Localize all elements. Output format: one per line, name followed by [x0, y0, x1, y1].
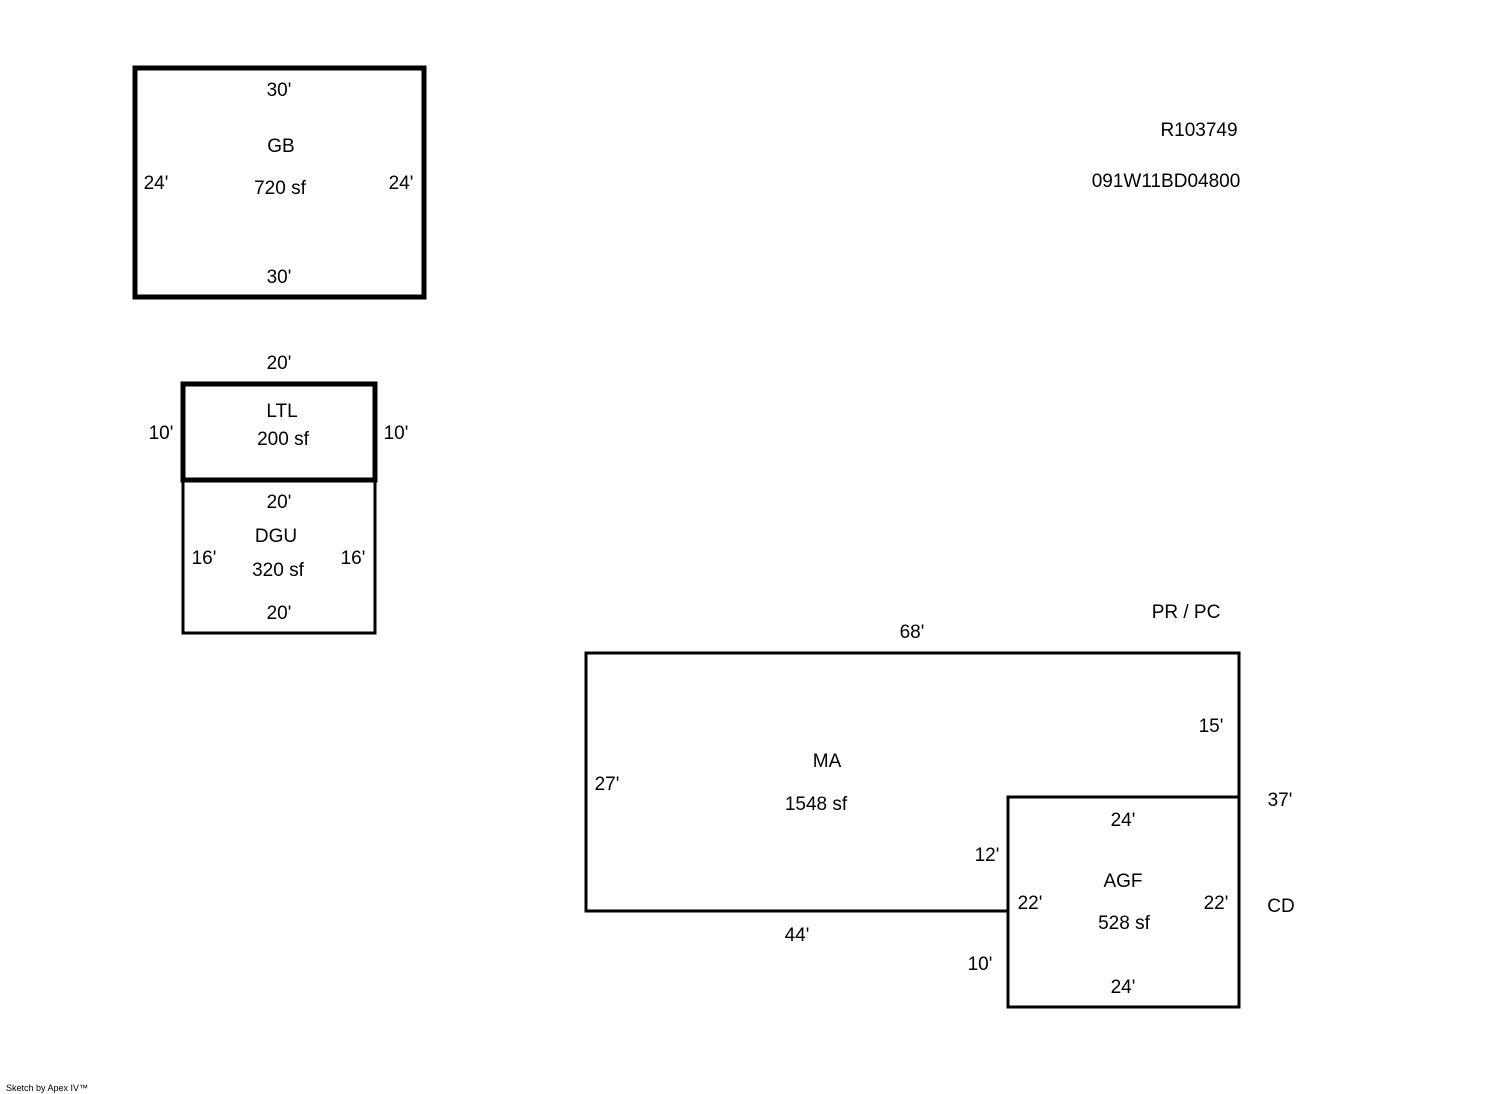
ma-area: 1548 sf [785, 794, 848, 815]
dgu-outline [181, 478, 377, 635]
gb-area: 720 sf [254, 178, 306, 199]
ltl-label: LTL [266, 401, 297, 422]
dgu-left-dimension: 16' [192, 548, 217, 569]
ma-outline [584, 651, 1241, 913]
agf-outline [1006, 795, 1241, 1009]
ma-right-upper-dimension: 15' [1199, 716, 1224, 737]
account-id: R103749 [1160, 120, 1237, 141]
ma-inner-vertical-dimension: 12' [975, 845, 1000, 866]
map-tax-lot: 091W11BD04800 [1092, 171, 1241, 192]
gb-label: GB [267, 136, 294, 157]
ltl-right-dimension: 10' [384, 423, 409, 444]
ma-top-dimension: 68' [900, 622, 925, 643]
dgu-area: 320 sf [252, 560, 304, 581]
ltl-area: 200 sf [257, 429, 309, 450]
pr-pc-annotation: PR / PC [1152, 602, 1221, 623]
agf-right-dimension: 22' [1204, 893, 1229, 914]
ma-left-dimension: 27' [595, 774, 620, 795]
sketch-credit: Sketch by Apex IV™ [6, 1083, 88, 1093]
gb-outline [132, 65, 427, 300]
gb-left-dimension: 24' [144, 173, 169, 194]
dgu-label: DGU [255, 526, 297, 547]
gb-right-dimension: 24' [389, 173, 414, 194]
agf-bottom-dimension: 24' [1111, 977, 1136, 998]
agf-left-dimension: 22' [1018, 893, 1043, 914]
cd-annotation: CD [1267, 896, 1294, 917]
dgu-right-dimension: 16' [341, 548, 366, 569]
gb-top-dimension: 30' [267, 80, 292, 101]
ltl-top-dimension: 20' [267, 353, 292, 374]
agf-top-dimension: 24' [1111, 810, 1136, 831]
dgu-top-dimension: 20' [267, 492, 292, 513]
gb-bottom-dimension: 30' [267, 267, 292, 288]
agf-label: AGF [1103, 871, 1142, 892]
agf-area: 528 sf [1098, 913, 1150, 934]
ma-label: MA [813, 751, 842, 772]
ma-bottom-dimension: 44' [785, 925, 810, 946]
ma-right-total-dimension: 37' [1268, 790, 1293, 811]
agf-outer-left-lower-dimension: 10' [968, 954, 993, 975]
ltl-left-dimension: 10' [149, 423, 174, 444]
dgu-bottom-dimension: 20' [267, 603, 292, 624]
